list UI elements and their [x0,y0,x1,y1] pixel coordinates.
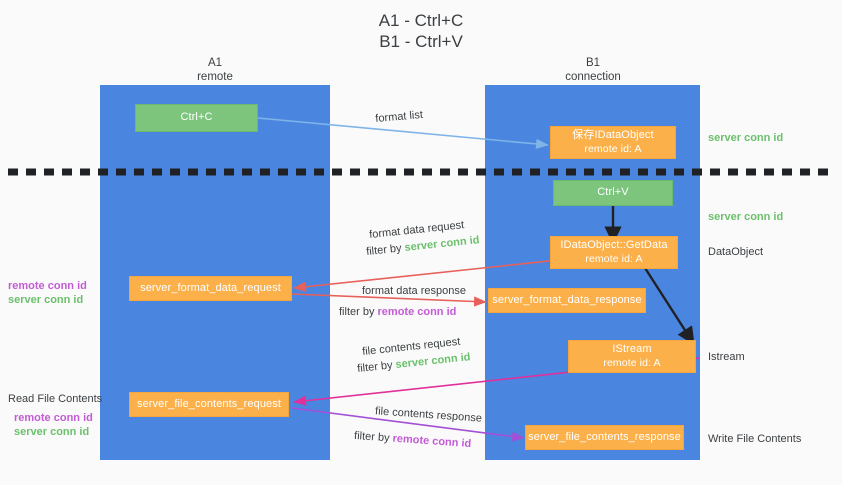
arrow-getdata-to-istream [643,267,695,346]
left-label-format-server-conn-id: server conn id [8,294,84,306]
box-save-dataobject[interactable]: 保存IDataObject remote id: A [550,126,676,159]
column-b1-name: B1 [585,57,601,69]
arrow-format-list [257,117,549,149]
box-ctrl-c[interactable]: Ctrl+C [135,104,258,132]
box-save-dataobject-line2: remote id: A [584,142,642,155]
filter-prefix-4: filter by [353,429,393,445]
right-label-write-file-contents: Write File Contents [708,433,802,445]
box-server-format-data-request[interactable]: server_format_data_request [129,276,292,301]
box-getdata-line2: remote id: A [585,252,643,265]
column-a1-name: A1 [207,57,223,69]
box-save-dataobject-line1: 保存IDataObject [572,129,654,141]
box-getdata[interactable]: IDataObject::GetData remote id: A [550,236,678,269]
box-istream-line1: IStream [612,343,652,355]
filter-key-remote-conn-id-2: remote conn id [392,432,472,451]
left-label-file-server-conn-id: server conn id [14,426,90,438]
column-header-a1: A1 remote [135,56,295,84]
box-server-file-contents-response[interactable]: server_file_contents_response [525,425,684,450]
arrow-file-contents-response [291,407,525,442]
right-label-dataobject: DataObject [708,246,764,258]
filter-key-remote-conn-id-1: remote conn id [377,306,457,318]
title-line-2: B1 - Ctrl+V [379,32,463,51]
box-ctrl-c-label: Ctrl+C [180,111,213,124]
edge-label-file-contents-response: file contents response [374,405,483,425]
page-title: A1 - Ctrl+C B1 - Ctrl+V [0,10,842,52]
edge-label-format-data-response: format data response [362,285,466,297]
edge-label-file-contents-response-filter: filter by remote conn id [354,429,472,451]
column-a1-subtitle: remote [197,71,233,83]
box-istream[interactable]: IStream remote id: A [568,340,696,373]
right-label-server-conn-id-1: server conn id [708,132,784,144]
title-line-1: A1 - Ctrl+C [378,11,464,30]
right-label-istream: Istream [708,351,745,363]
box-ctrl-v[interactable]: Ctrl+V [553,180,673,206]
box-server-format-data-request-label: server_format_data_request [140,281,281,294]
column-b1-subtitle: connection [565,71,621,83]
edge-label-format-data-response-filter: filter by remote conn id [339,305,456,319]
filter-prefix-2: filter by [339,306,378,318]
left-label-file-remote-conn-id: remote conn id [14,412,93,424]
edge-label-format-list: format list [374,108,424,126]
box-server-file-contents-response-label: server_file_contents_response [528,430,681,443]
box-server-file-contents-request[interactable]: server_file_contents_request [129,392,289,417]
box-ctrl-v-label: Ctrl+V [597,186,629,199]
filter-prefix-1: filter by [365,242,406,259]
box-istream-line2: remote id: A [603,356,661,369]
left-label-format-remote-conn-id: remote conn id [8,280,87,292]
column-header-b1: B1 connection [513,56,673,84]
arrow-format-data-response [291,293,487,307]
box-server-file-contents-request-label: server_file_contents_request [136,397,282,410]
box-server-format-data-response-label: server_format_data_response [492,293,642,306]
left-label-read-file-contents: Read File Contents [8,393,103,405]
box-getdata-line1: IDataObject::GetData [560,239,668,251]
filter-prefix-3: filter by [356,359,397,376]
right-label-server-conn-id-2: server conn id [708,211,784,223]
box-server-format-data-response[interactable]: server_format_data_response [488,288,646,313]
